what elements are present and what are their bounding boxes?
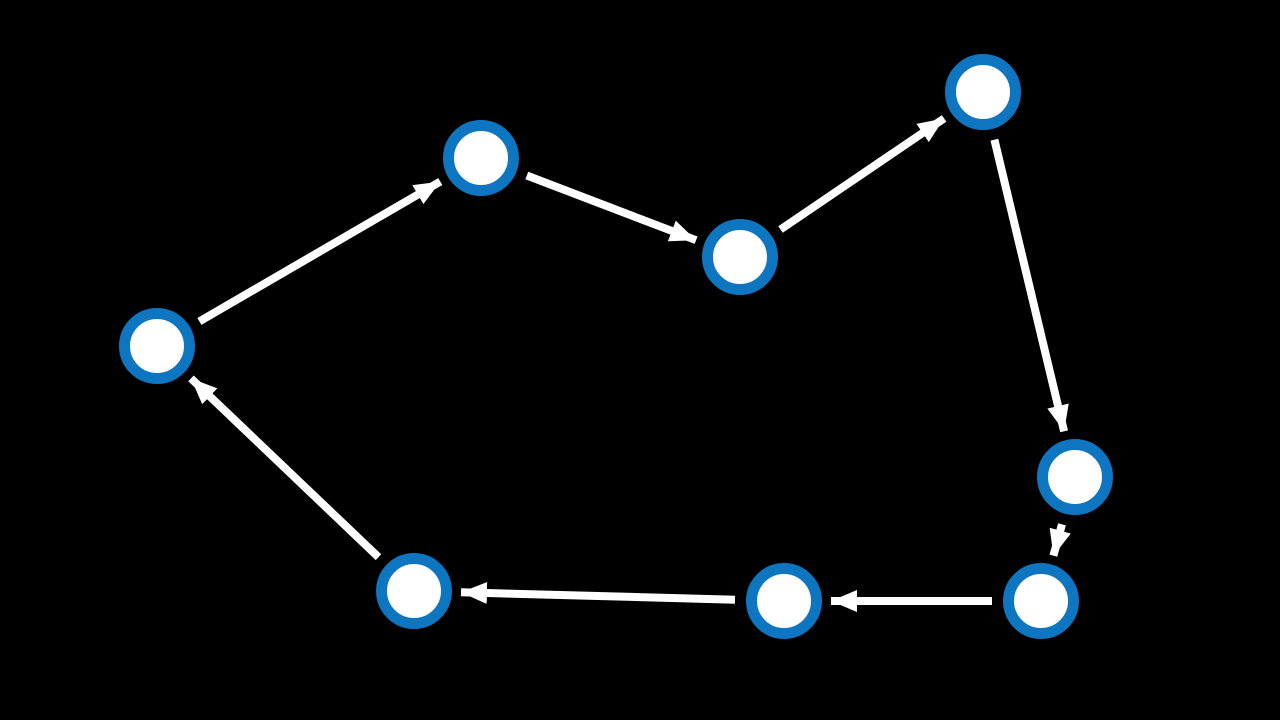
edge-arrow-left-to-upper-mid — [197, 178, 443, 325]
graph-node-bottom-left — [376, 553, 452, 629]
graph-node-upper-mid — [443, 120, 519, 196]
edge-arrow-bottom-mid-to-bottom-left — [460, 582, 736, 604]
graph-node-top-right — [945, 54, 1021, 130]
graph-node-right — [1037, 439, 1113, 515]
graph-node-left — [119, 308, 195, 384]
graph-node-mid — [702, 219, 778, 295]
graph-node-bottom-mid — [746, 563, 822, 639]
edge-arrow-top-right-to-right — [990, 138, 1069, 433]
edge-arrow-bottom-left-to-left — [188, 375, 382, 561]
edge-arrow-upper-mid-to-mid — [525, 171, 698, 244]
edge-arrow-mid-to-top-right — [778, 115, 947, 233]
graph-node-bottom-right — [1003, 563, 1079, 639]
edge-arrow-right-to-bottom-right — [1049, 523, 1071, 557]
